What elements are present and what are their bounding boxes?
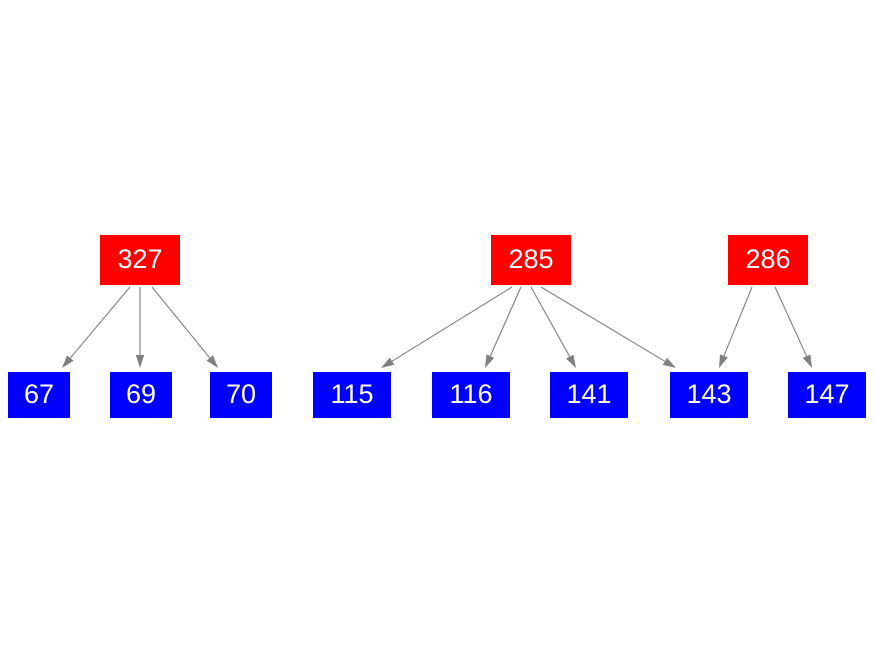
edge-arrowhead-icon (662, 357, 676, 368)
edge-arrowhead-icon (719, 354, 728, 368)
graph-edge-285-to-143 (540, 286, 676, 368)
edge-line (723, 286, 753, 357)
edge-line (489, 286, 522, 357)
graph-node-115[interactable]: 115 (313, 372, 391, 418)
graph-node-70[interactable]: 70 (210, 372, 272, 418)
graph-node-286[interactable]: 286 (728, 235, 808, 285)
edge-arrowhead-icon (802, 354, 812, 368)
graph-edge-327-to-70 (151, 286, 218, 368)
graph-node-327[interactable]: 327 (100, 235, 180, 285)
graph-node-label: 286 (745, 243, 791, 274)
edge-arrowhead-icon (62, 355, 74, 368)
graph-edge-285-to-141 (530, 286, 576, 368)
graph-edge-285-to-116 (485, 286, 522, 368)
graph-edge-286-to-143 (719, 286, 753, 368)
graph-node-69[interactable]: 69 (110, 372, 172, 418)
graph-node-147[interactable]: 147 (788, 372, 866, 418)
edge-arrowhead-icon (485, 354, 495, 368)
edge-line (540, 286, 666, 362)
graph-node-label: 141 (566, 378, 612, 409)
graph-node-label: 115 (330, 378, 374, 409)
graph-node-116[interactable]: 116 (432, 372, 510, 418)
edge-line (774, 286, 808, 357)
graph-node-label: 116 (449, 378, 493, 409)
edge-line (69, 286, 131, 359)
graph-edge-327-to-69 (135, 287, 145, 368)
graph-edge-285-to-115 (381, 286, 513, 368)
graph-edge-327-to-67 (62, 286, 131, 368)
graph-node-143[interactable]: 143 (670, 372, 748, 418)
edge-arrowhead-icon (206, 355, 218, 368)
edge-arrowhead-icon (135, 355, 145, 368)
graph-node-label: 70 (225, 378, 257, 409)
graph-edge-286-to-147 (774, 286, 812, 368)
graph-node-label: 285 (508, 243, 554, 274)
edge-line (391, 286, 513, 362)
edge-line (530, 286, 571, 357)
graph-node-label: 143 (686, 378, 732, 409)
graph-node-label: 327 (117, 243, 163, 274)
graph-node-label: 147 (804, 378, 850, 409)
graph-node-67[interactable]: 67 (8, 372, 70, 418)
graph-node-141[interactable]: 141 (550, 372, 628, 418)
graph-node-285[interactable]: 285 (491, 235, 571, 285)
edge-arrowhead-icon (381, 357, 395, 368)
edge-line (151, 286, 211, 359)
graph-node-label: 69 (125, 378, 157, 409)
graph-node-label: 67 (23, 378, 55, 409)
edge-arrowhead-icon (566, 354, 576, 368)
